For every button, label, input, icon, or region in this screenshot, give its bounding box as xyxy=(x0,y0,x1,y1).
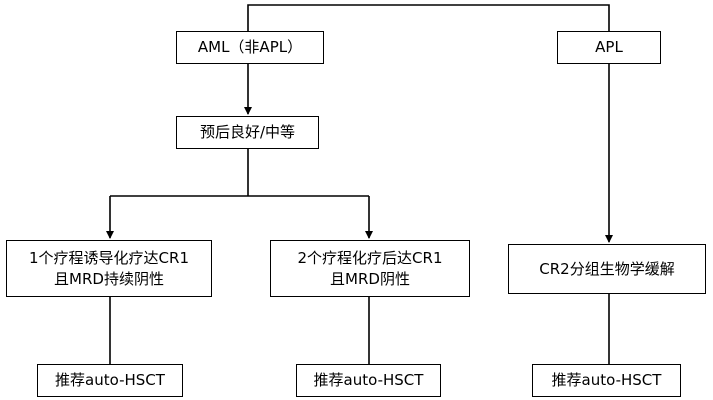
prognosis-node: 预后良好/中等 xyxy=(176,116,319,149)
cr1-two-courses-line-2: 且MRD阴性 xyxy=(330,269,410,288)
recommend-auto-hsct-label-3: 推荐auto-HSCT xyxy=(551,371,662,389)
apl-node: APL xyxy=(557,31,661,64)
apl-cr2-label: CR2分组生物学缓解 xyxy=(539,259,675,278)
prognosis-label: 预后良好/中等 xyxy=(199,123,296,141)
recommend-auto-hsct-label-2: 推荐auto-HSCT xyxy=(313,371,424,389)
cr1-two-courses-node: 2个疗程化疗后达CR1 且MRD阴性 xyxy=(270,240,470,297)
cr1-two-courses-line-1: 2个疗程化疗后达CR1 xyxy=(297,248,443,267)
cr1-one-course-line-1: 1个疗程诱导化疗达CR1 xyxy=(29,248,189,267)
recommend-auto-hsct-node-2: 推荐auto-HSCT xyxy=(296,364,441,397)
recommend-auto-hsct-node-1: 推荐auto-HSCT xyxy=(37,364,183,397)
apl-cr2-node: CR2分组生物学缓解 xyxy=(508,244,706,294)
top-bracket-connector xyxy=(247,4,610,31)
recommend-auto-hsct-label-1: 推荐auto-HSCT xyxy=(55,371,165,389)
cr1-one-course-node: 1个疗程诱导化疗达CR1 且MRD持续阴性 xyxy=(6,240,212,297)
aml-non-apl-label: AML（非APL） xyxy=(197,38,303,56)
aml-non-apl-node: AML（非APL） xyxy=(176,31,324,64)
apl-label: APL xyxy=(595,38,623,56)
cr1-one-course-line-2: 且MRD持续阴性 xyxy=(54,269,164,288)
recommend-auto-hsct-node-3: 推荐auto-HSCT xyxy=(532,364,681,397)
